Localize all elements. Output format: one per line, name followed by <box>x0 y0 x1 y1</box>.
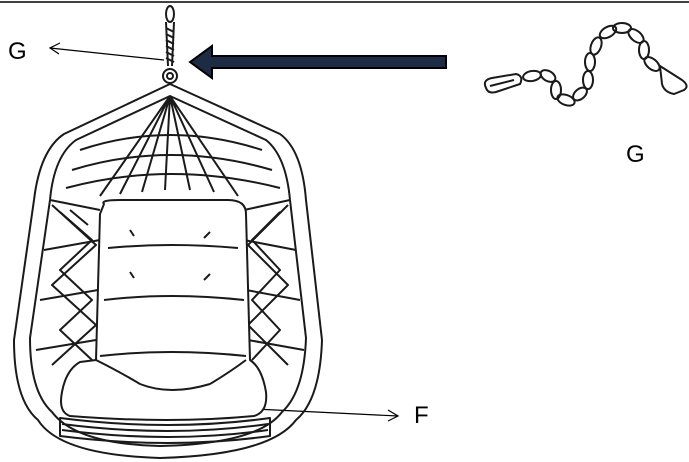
leader-line-g <box>50 43 164 60</box>
hanging-chain-on-chair <box>163 6 177 83</box>
pointer-arrow <box>190 46 446 78</box>
part-label-g-chain: G <box>626 143 645 167</box>
cushion <box>61 200 266 420</box>
chain-illustration <box>485 23 687 108</box>
part-label-f: F <box>414 404 429 428</box>
part-label-g: G <box>8 40 27 64</box>
